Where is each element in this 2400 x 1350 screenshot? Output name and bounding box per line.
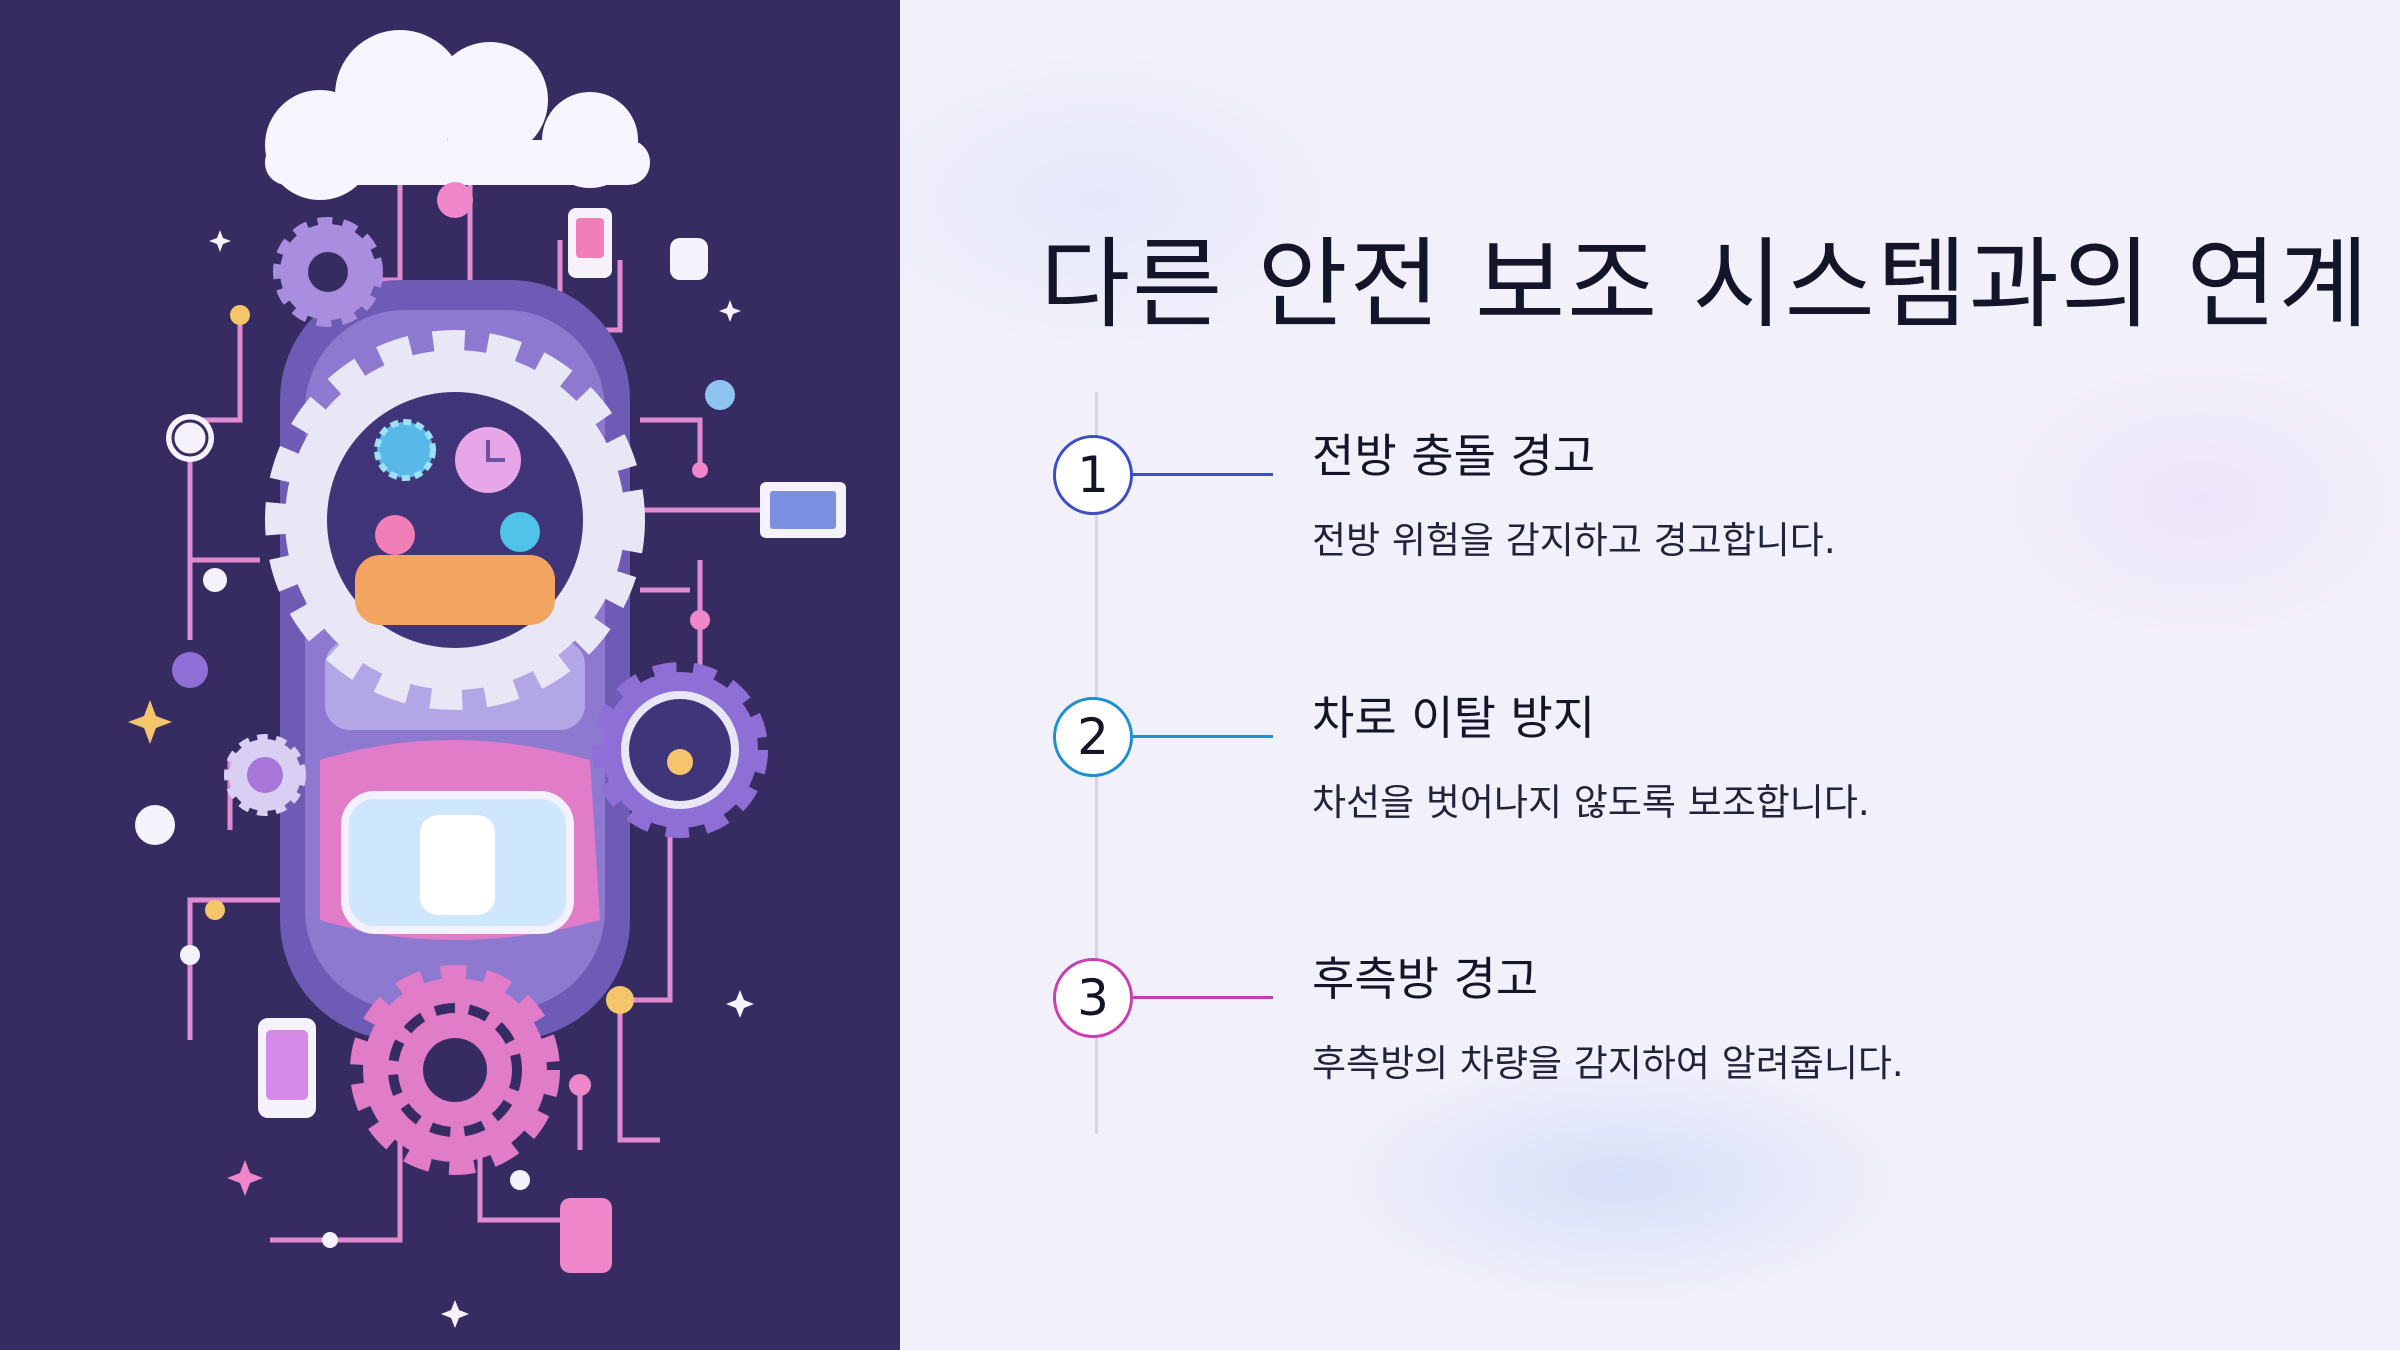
gear-top-left-icon — [273, 217, 383, 327]
main-gear — [265, 330, 645, 710]
step-number-badge: 1 — [1053, 435, 1133, 515]
step-connector — [1133, 996, 1273, 999]
step-description: 차선을 벗어나지 않도록 보조합니다. — [1312, 781, 1870, 824]
car-gears-illustration — [128, 30, 846, 1328]
step-number-badge: 3 — [1053, 958, 1133, 1038]
content-panel: 다른 안전 보조 시스템과의 연계 1 전방 충돌 경고 전방 위험을 감지하고… — [900, 0, 2400, 1350]
sparkles — [128, 230, 754, 1328]
step-title: 차로 이탈 방지 — [1312, 691, 1596, 745]
step-description: 전방 위험을 감지하고 경고합니다. — [1312, 519, 1836, 562]
step-connector — [1133, 473, 1273, 476]
gear-small-left-icon — [224, 734, 306, 816]
step-item-2: 2 차로 이탈 방지 차선을 벗어나지 않도록 보조합니다. — [900, 672, 2400, 852]
step-description: 후측방의 차량을 감지하여 알려줍니다. — [1312, 1042, 1904, 1085]
step-connector — [1133, 735, 1273, 738]
step-title: 후측방 경고 — [1312, 952, 1539, 1006]
slide-title: 다른 안전 보조 시스템과의 연계 — [1040, 228, 2371, 342]
cloud-connector — [437, 182, 473, 218]
gear-bottom-icon — [350, 965, 560, 1175]
step-item-1: 1 전방 충돌 경고 전방 위험을 감지하고 경고합니다. — [900, 410, 2400, 590]
cloud-icon — [265, 30, 650, 200]
device-bottom-icon — [560, 1198, 612, 1273]
robot-icon — [670, 238, 708, 280]
circuit-lines — [187, 180, 760, 1243]
gear-right-icon — [592, 662, 768, 838]
step-number-badge: 2 — [1053, 697, 1133, 777]
illustration-panel — [0, 0, 900, 1350]
step-item-3: 3 후측방 경고 후측방의 차량을 감지하여 알려줍니다. — [900, 933, 2400, 1113]
seat-cushion — [420, 815, 495, 915]
step-title: 전방 충돌 경고 — [1312, 429, 1596, 483]
circuit-dots — [135, 305, 735, 1248]
